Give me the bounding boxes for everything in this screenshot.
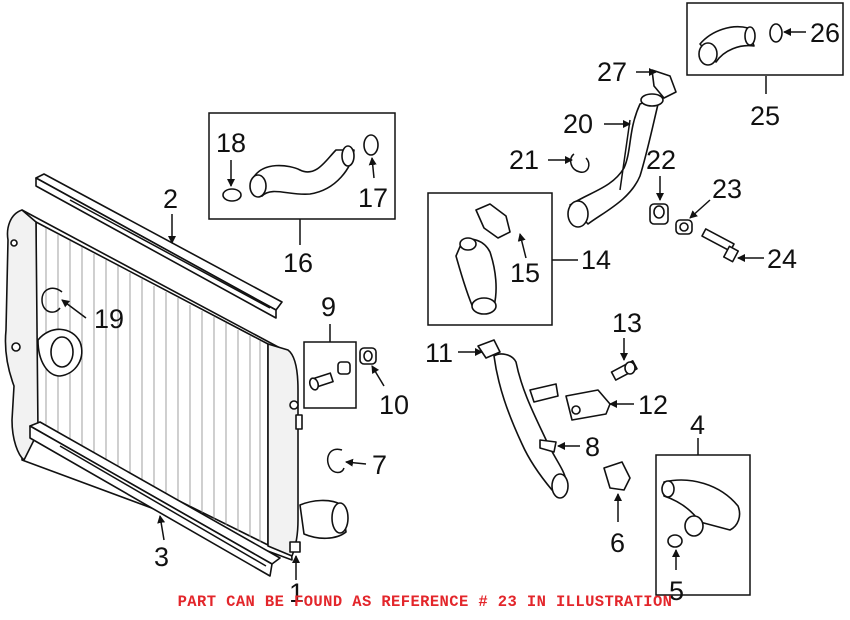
callout-10: 10 [379, 390, 409, 420]
box-14 [427, 192, 553, 326]
callout-16: 16 [283, 248, 313, 278]
callout-8: 8 [585, 432, 600, 462]
callout-23: 23 [712, 174, 742, 204]
callout-14: 14 [581, 245, 611, 275]
callout-18: 18 [216, 128, 246, 158]
clamp-6 [603, 461, 631, 491]
box-4 [655, 454, 751, 596]
callout-17: 17 [358, 183, 388, 213]
bracket-12 [565, 389, 611, 421]
callout-11: 11 [425, 338, 453, 368]
clamp-27 [651, 69, 677, 99]
callout-3: 3 [154, 542, 169, 572]
clamp-7 [326, 448, 345, 474]
o-ring-21 [569, 153, 590, 173]
box-16 [208, 112, 396, 220]
bolt-24 [701, 228, 740, 263]
callout-6: 6 [610, 528, 625, 558]
callout-20: 20 [563, 109, 593, 139]
box-25 [686, 2, 844, 76]
o-ring-19 [41, 287, 63, 313]
callout-27: 27 [597, 57, 627, 87]
bushing-10 [359, 347, 377, 365]
charge-hose-14 [455, 203, 511, 315]
bushing-22 [649, 203, 669, 225]
washer-23 [675, 219, 693, 235]
callout-12: 12 [638, 390, 668, 420]
callout-22: 22 [646, 145, 676, 175]
charge-hose-16 [222, 134, 379, 202]
callout-25: 25 [750, 101, 780, 131]
callout-24: 24 [767, 244, 797, 274]
callout-21: 21 [509, 145, 539, 175]
charge-pipe-8 [493, 353, 569, 499]
callout-19: 19 [94, 304, 124, 334]
upper-mounting-bracket [35, 173, 283, 319]
callout-13: 13 [612, 308, 642, 338]
callout-26: 26 [810, 18, 840, 48]
clamp-11 [477, 339, 501, 359]
charge-hose-25 [698, 23, 783, 66]
callout-7: 7 [372, 450, 387, 480]
callout-2: 2 [163, 184, 178, 214]
callout-9: 9 [321, 292, 336, 322]
bolt-and-bushing-9 [308, 361, 351, 391]
callout-15: 15 [510, 258, 540, 288]
callout-1: 1 [289, 578, 304, 608]
charge-pipe-20 [567, 93, 664, 228]
reference-note: PART CAN BE FOUND AS REFERENCE # 23 IN I… [177, 593, 673, 611]
charge-hose-4 [661, 479, 741, 548]
callout-4: 4 [690, 410, 705, 440]
callout-5: 5 [669, 576, 684, 606]
bolt-13 [610, 360, 638, 381]
lower-mounting-bracket [29, 421, 281, 577]
